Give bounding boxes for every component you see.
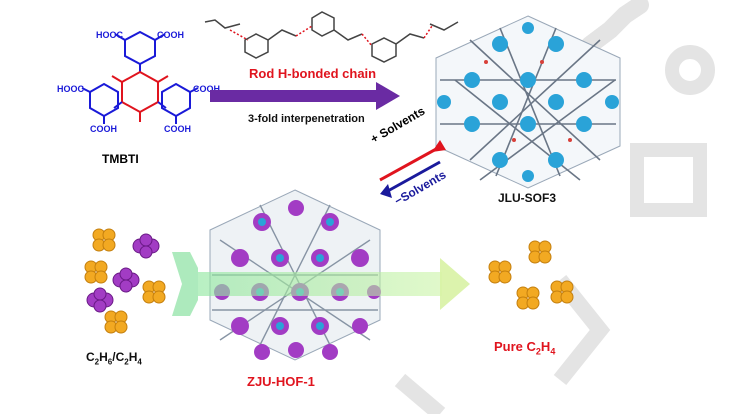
cooh-label: HOOC bbox=[57, 84, 84, 94]
cooh-label: HOOC bbox=[96, 30, 123, 40]
pure-label: Pure C2H4 bbox=[494, 339, 556, 357]
interpenetration-label: 3-fold interpenetration bbox=[248, 113, 365, 125]
hof-label: ZJU-HOF-1 bbox=[247, 374, 315, 389]
cooh-label: COOH bbox=[157, 30, 184, 40]
cooh-label: COOH bbox=[193, 84, 220, 94]
cooh-label: COOH bbox=[90, 124, 117, 134]
tmbti-label: TMBTI bbox=[102, 152, 139, 166]
sof-label: JLU-SOF3 bbox=[498, 191, 557, 205]
cooh-label: COOH bbox=[164, 124, 191, 134]
chain-label: Rod H-bonded chain bbox=[249, 66, 377, 81]
mixture-label: C2H6/C2H4 bbox=[86, 350, 142, 367]
